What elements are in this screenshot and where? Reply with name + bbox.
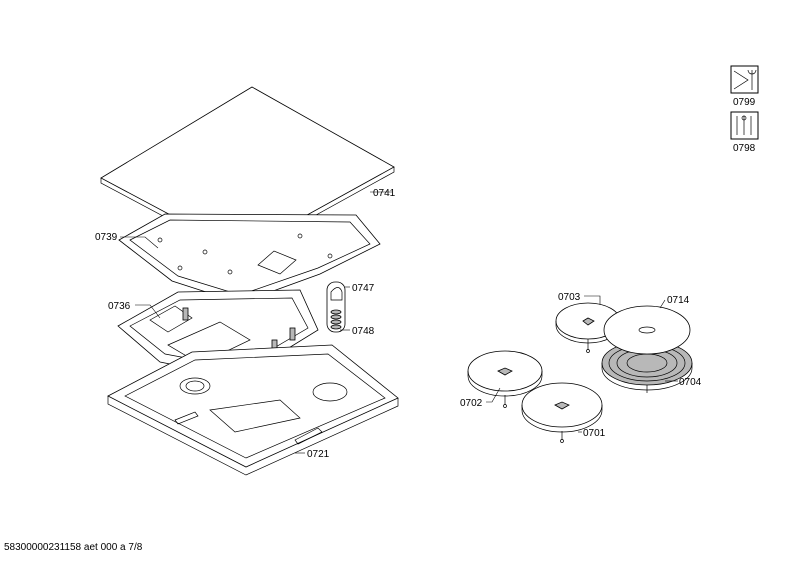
label-0748: 0748 <box>352 326 375 337</box>
part-cover-disc-0714 <box>603 305 691 355</box>
part-induction-coil-0704 <box>601 340 693 393</box>
label-0714: 0714 <box>667 295 690 306</box>
label-0741: 0741 <box>373 188 396 199</box>
label-0736: 0736 <box>108 301 131 312</box>
document-footer: 58300000231158 aet 000 a 7/8 <box>4 542 143 553</box>
label-0721: 0721 <box>307 449 330 460</box>
part-hob-coil-0701 <box>521 382 603 443</box>
label-0701: 0701 <box>583 428 606 439</box>
label-0747: 0747 <box>352 283 375 294</box>
part-spring-0748 <box>330 309 342 330</box>
label-0798: 0798 <box>733 143 756 154</box>
label-0703: 0703 <box>558 292 581 303</box>
label-0739: 0739 <box>95 232 118 243</box>
tools-kit-icon <box>730 111 759 140</box>
label-0704: 0704 <box>679 377 702 388</box>
label-0799: 0799 <box>733 97 756 108</box>
part-clip-0747 <box>326 281 346 333</box>
part-hob-coil-0702 <box>467 350 543 408</box>
label-0702: 0702 <box>460 398 483 409</box>
part-mounting-frame <box>118 213 381 304</box>
leader-lines <box>120 191 678 454</box>
wrench-service-icon <box>730 65 759 94</box>
part-housing-tray <box>107 344 399 476</box>
